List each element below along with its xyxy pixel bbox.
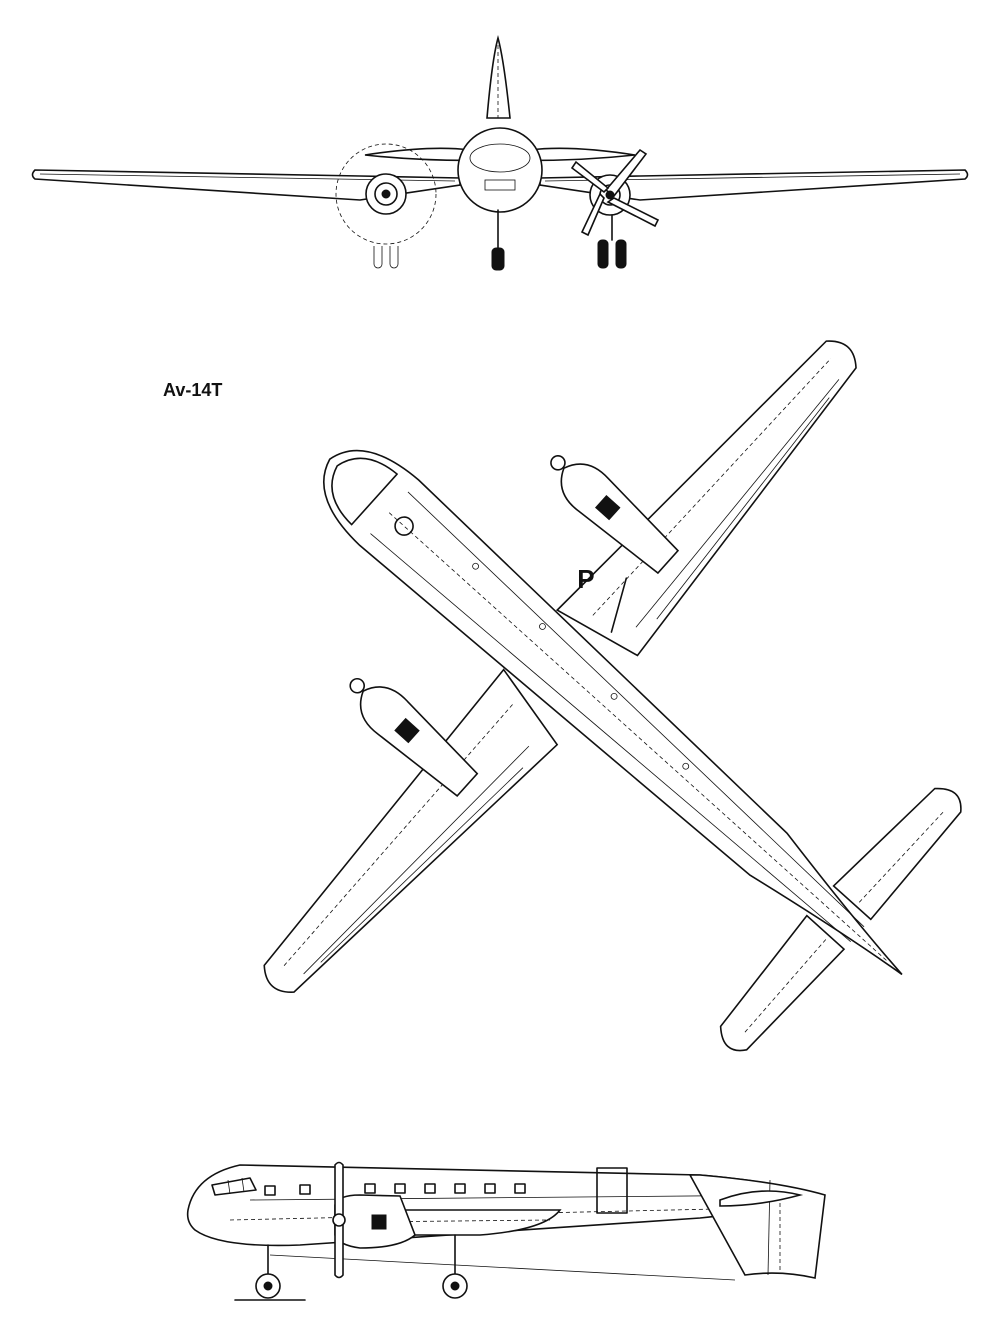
propeller-blade [570, 160, 610, 194]
front-view-fuselage [457, 127, 543, 213]
front-view-tail-fin [486, 34, 511, 119]
front-view-main-wheel [615, 239, 627, 269]
side-view-propeller [334, 1221, 344, 1279]
front-view-left-prop-disc [335, 143, 437, 245]
side-view [186, 1161, 826, 1301]
top-view-lower-stabilizer [719, 914, 846, 1052]
front-view [31, 34, 969, 271]
top-view-upper-stabilizer [832, 787, 962, 921]
wing-marking: P [577, 564, 594, 594]
model-label: Av-14T [163, 380, 223, 400]
top-view-lower-wing [263, 668, 559, 993]
top-view-upper-engine [560, 463, 680, 575]
side-view-vertical-fin [688, 1174, 826, 1279]
top-view-spinner [349, 677, 366, 694]
front-view-left-gear-retracted [373, 246, 399, 269]
cargo-door [596, 1167, 628, 1214]
top-view-upper-wing [555, 340, 857, 657]
top-view-lower-engine [359, 686, 479, 798]
cabin-windows [264, 1183, 526, 1196]
propeller-blade [606, 197, 660, 228]
front-view-nose-wheel [491, 247, 505, 271]
side-view-propeller [334, 1161, 344, 1219]
propeller-blade [580, 192, 605, 237]
top-view: P [263, 340, 962, 1052]
front-view-main-wheel [597, 239, 609, 269]
top-view-fuselage [322, 449, 903, 976]
top-view-spinner [550, 455, 566, 471]
side-view-stabilizer [719, 1190, 804, 1207]
